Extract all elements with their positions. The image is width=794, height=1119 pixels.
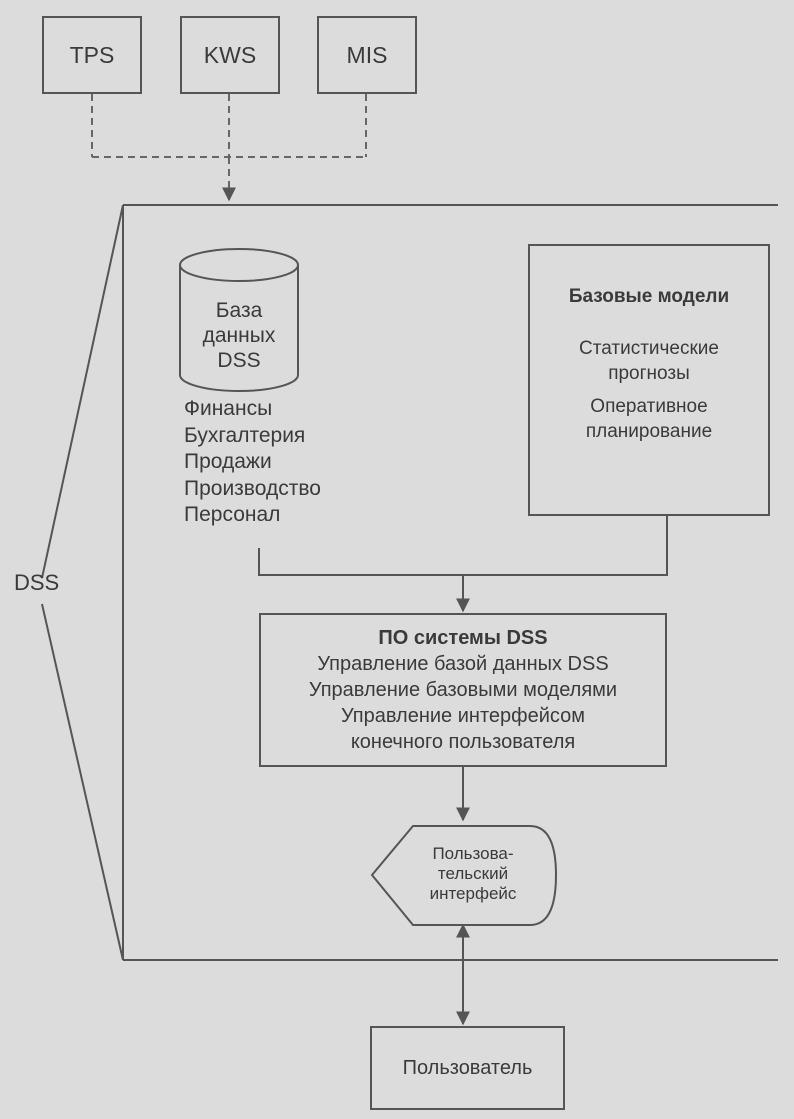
- user-box: Пользователь: [370, 1026, 565, 1110]
- model-item: Статистические прогнозы: [579, 336, 719, 386]
- source-box-tps: TPS: [42, 16, 142, 94]
- user-interface-line: тельский: [437, 864, 509, 883]
- dss-bracket-lower: [41, 603, 124, 961]
- database-area-item: Персонал: [184, 503, 281, 526]
- database-areas-list: Финансы Бухгалтерия Продажи Производство…: [184, 396, 321, 529]
- dss-bracket-upper: [41, 204, 124, 579]
- source-box-kws: KWS: [180, 16, 280, 94]
- model-item-line: планирование: [585, 421, 713, 442]
- database-label: База данных DSS: [180, 298, 298, 373]
- dss-frame: [41, 204, 778, 961]
- software-connectors: [258, 516, 668, 1026]
- user-interface-shape: [370, 825, 558, 926]
- dss-software-line: Управление интерфейсом: [341, 705, 585, 727]
- dss-software-line: конечного пользователя: [350, 731, 576, 753]
- dss-software-box: ПО системы DSS Управление базой данных D…: [259, 613, 667, 767]
- model-item-line: Статистические: [579, 338, 719, 359]
- user-interface-line: Пользова-: [432, 844, 514, 863]
- database-area-item: Финансы: [184, 397, 273, 420]
- source-label-tps: TPS: [69, 41, 115, 68]
- database-area-item: Продажи: [184, 450, 272, 473]
- dss-label: DSS: [14, 570, 60, 595]
- dss-software-line: Управление базой данных DSS: [317, 653, 609, 675]
- dss-software-title: ПО системы DSS: [378, 627, 548, 649]
- model-item-line: прогнозы: [608, 363, 690, 384]
- database-label-line: База: [215, 299, 263, 322]
- database-label-line: данных: [202, 324, 276, 347]
- connector-database: [258, 548, 463, 576]
- user-interface-label: Пользова- тельский интерфейс: [398, 844, 548, 904]
- database-cylinder: [179, 248, 299, 392]
- model-item-line: Оперативное: [590, 396, 708, 417]
- dss-software-line: Управление базовыми моделями: [308, 679, 618, 701]
- source-box-mis: MIS: [317, 16, 417, 94]
- model-item: Оперативное планирование: [586, 394, 712, 444]
- source-label-kws: KWS: [203, 41, 257, 68]
- database-label-line: DSS: [217, 349, 261, 372]
- database-area-item: Производство: [184, 476, 321, 500]
- source-dashed-connectors: [91, 94, 367, 202]
- connector-models: [463, 516, 668, 576]
- base-models-box: Базовые модели Статистические прогнозы О…: [528, 244, 770, 516]
- database-area-item: Бухгалтерия: [184, 423, 306, 447]
- base-models-title: Базовые модели: [568, 286, 730, 307]
- user-interface-line: интерфейс: [429, 884, 517, 903]
- user-label: Пользователь: [402, 1056, 533, 1079]
- source-label-mis: MIS: [346, 41, 388, 68]
